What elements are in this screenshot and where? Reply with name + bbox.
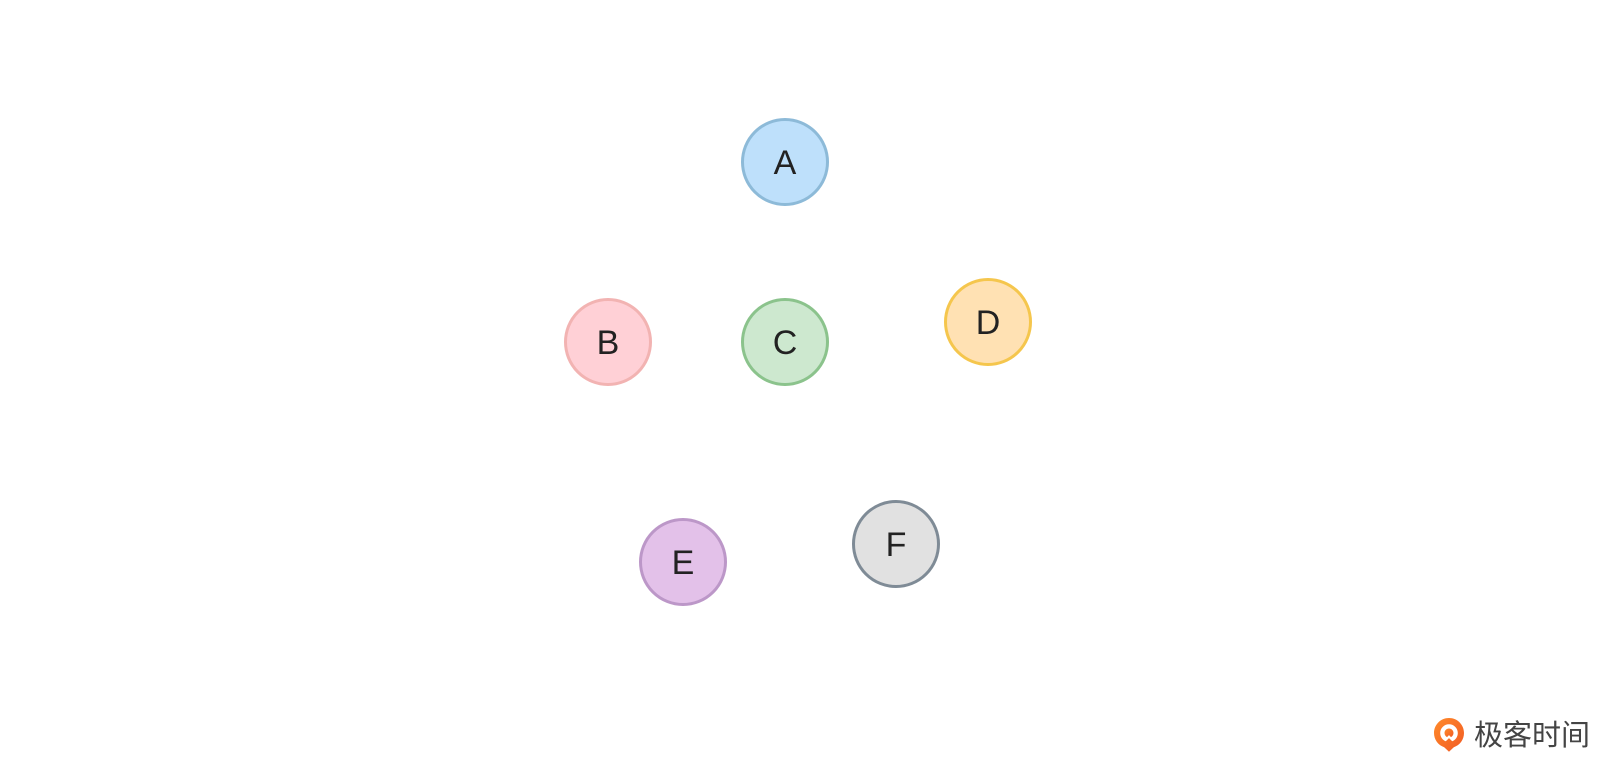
node-b: B [564, 298, 652, 386]
node-c-label: C [772, 324, 798, 362]
node-a-label: A [773, 144, 797, 182]
node-f: F [852, 500, 940, 588]
geektime-logo-icon [1433, 718, 1464, 752]
node-a: A [741, 118, 829, 206]
node-e-label: E [671, 544, 695, 582]
geektime-logo: 极客时间 [1432, 716, 1590, 754]
node-b-label: B [596, 324, 620, 362]
node-c: C [741, 298, 829, 386]
node-d-label: D [975, 304, 1001, 342]
brand-name: 极客时间 [1473, 717, 1590, 752]
node-d: D [944, 278, 1032, 366]
node-f-label: F [885, 526, 907, 564]
node-e: E [639, 518, 727, 606]
